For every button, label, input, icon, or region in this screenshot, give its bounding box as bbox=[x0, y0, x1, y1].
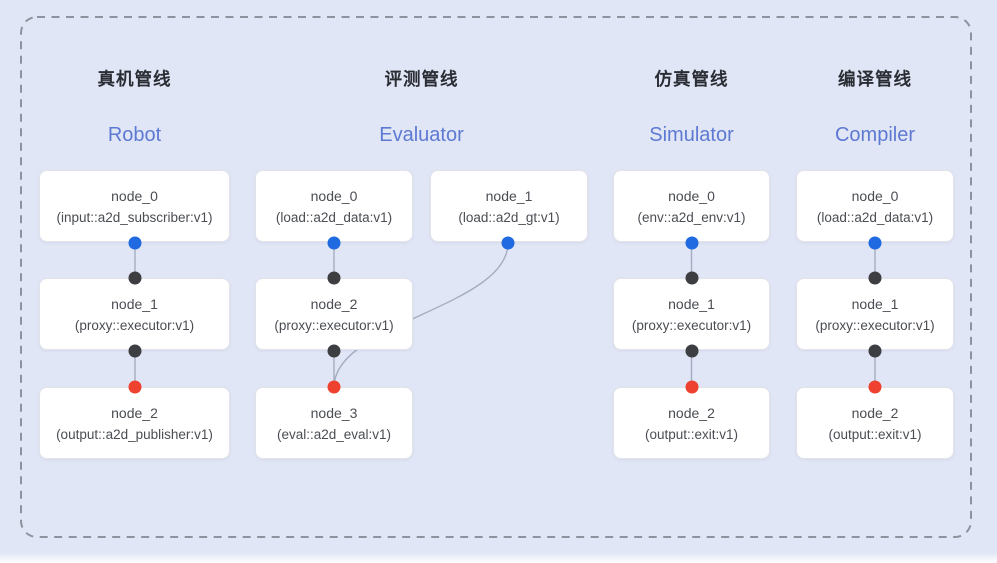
simulator-node-2[interactable]: node_2 (output::exit:v1) bbox=[613, 387, 770, 459]
robot-node-0[interactable]: node_0 (input::a2d_subscriber:v1) bbox=[39, 170, 230, 242]
dashed-boundary bbox=[20, 16, 972, 538]
source-handle[interactable] bbox=[128, 236, 142, 250]
node-type: (input::a2d_subscriber:v1) bbox=[56, 209, 213, 225]
source-handle[interactable] bbox=[868, 236, 882, 250]
node-name: node_1 bbox=[851, 295, 899, 312]
in-handle[interactable] bbox=[327, 271, 341, 285]
pipeline-title-simulator-en: Simulator bbox=[649, 124, 734, 146]
node-type: (eval::a2d_eval:v1) bbox=[276, 426, 392, 442]
node-type: (proxy::executor:v1) bbox=[815, 317, 935, 333]
simulator-node-1[interactable]: node_1 (proxy::executor:v1) bbox=[613, 278, 770, 350]
pipeline-title-simulator-zh: 仿真管线 bbox=[654, 69, 729, 89]
target-handle[interactable] bbox=[685, 380, 698, 394]
source-handle[interactable] bbox=[327, 236, 341, 250]
out-handle[interactable] bbox=[868, 344, 882, 358]
out-handle[interactable] bbox=[327, 344, 341, 358]
target-handle[interactable] bbox=[868, 380, 882, 394]
node-name: node_0 bbox=[668, 187, 715, 204]
in-handle[interactable] bbox=[868, 271, 882, 285]
node-name: node_0 bbox=[851, 187, 899, 204]
node-type: (output::exit:v1) bbox=[828, 426, 922, 442]
node-name: node_1 bbox=[111, 295, 158, 312]
edge-evaluator-1-3 bbox=[333, 242, 509, 388]
node-name: node_0 bbox=[310, 187, 358, 204]
target-handle[interactable] bbox=[128, 380, 142, 394]
compiler-node-0[interactable]: node_0 (load::a2d_data:v1) bbox=[796, 170, 954, 242]
evaluator-node-3[interactable]: node_3 (eval::a2d_eval:v1) bbox=[255, 387, 413, 459]
simulator-node-0[interactable]: node_0 (env::a2d_env:v1) bbox=[613, 170, 770, 242]
node-type: (output::exit:v1) bbox=[644, 426, 739, 442]
robot-node-2[interactable]: node_2 (output::a2d_publisher:v1) bbox=[39, 387, 230, 459]
node-name: node_2 bbox=[111, 404, 158, 421]
evaluator-node-0[interactable]: node_0 (load::a2d_data:v1) bbox=[255, 170, 413, 242]
in-handle[interactable] bbox=[128, 271, 142, 285]
node-type: (proxy::executor:v1) bbox=[74, 317, 195, 333]
out-handle[interactable] bbox=[685, 344, 698, 358]
node-name: node_2 bbox=[310, 295, 358, 312]
node-type: (load::a2d_data:v1) bbox=[816, 209, 934, 225]
node-type: (output::a2d_publisher:v1) bbox=[56, 426, 213, 442]
pipeline-title-robot-zh: 真机管线 bbox=[97, 69, 172, 89]
in-handle[interactable] bbox=[685, 271, 698, 285]
pipeline-title-evaluator-zh: 评测管线 bbox=[384, 69, 459, 89]
node-name: node_2 bbox=[668, 404, 715, 421]
source-handle[interactable] bbox=[501, 236, 515, 250]
robot-node-1[interactable]: node_1 (proxy::executor:v1) bbox=[39, 278, 230, 350]
evaluator-node-1[interactable]: node_1 (load::a2d_gt:v1) bbox=[430, 170, 588, 242]
source-handle[interactable] bbox=[685, 236, 698, 250]
out-handle[interactable] bbox=[128, 344, 142, 358]
pipeline-title-compiler-zh: 编译管线 bbox=[838, 69, 912, 89]
node-name: node_1 bbox=[485, 187, 533, 204]
pipeline-title-robot-en: Robot bbox=[107, 124, 162, 146]
node-type: (proxy::executor:v1) bbox=[631, 317, 752, 333]
node-name: node_0 bbox=[111, 187, 158, 204]
compiler-node-2[interactable]: node_2 (output::exit:v1) bbox=[796, 387, 954, 459]
target-handle[interactable] bbox=[327, 380, 341, 394]
node-name: node_3 bbox=[310, 404, 358, 421]
node-name: node_1 bbox=[668, 295, 715, 312]
node-type: (load::a2d_data:v1) bbox=[275, 209, 393, 225]
evaluator-node-2[interactable]: node_2 (proxy::executor:v1) bbox=[255, 278, 413, 350]
node-type: (proxy::executor:v1) bbox=[274, 317, 394, 333]
node-type: (env::a2d_env:v1) bbox=[637, 209, 746, 225]
compiler-node-1[interactable]: node_1 (proxy::executor:v1) bbox=[796, 278, 954, 350]
node-name: node_2 bbox=[851, 404, 899, 421]
node-type: (load::a2d_gt:v1) bbox=[458, 209, 560, 225]
pipeline-title-compiler-en: Compiler bbox=[834, 124, 916, 146]
pipeline-title-evaluator-en: Evaluator bbox=[379, 124, 464, 146]
